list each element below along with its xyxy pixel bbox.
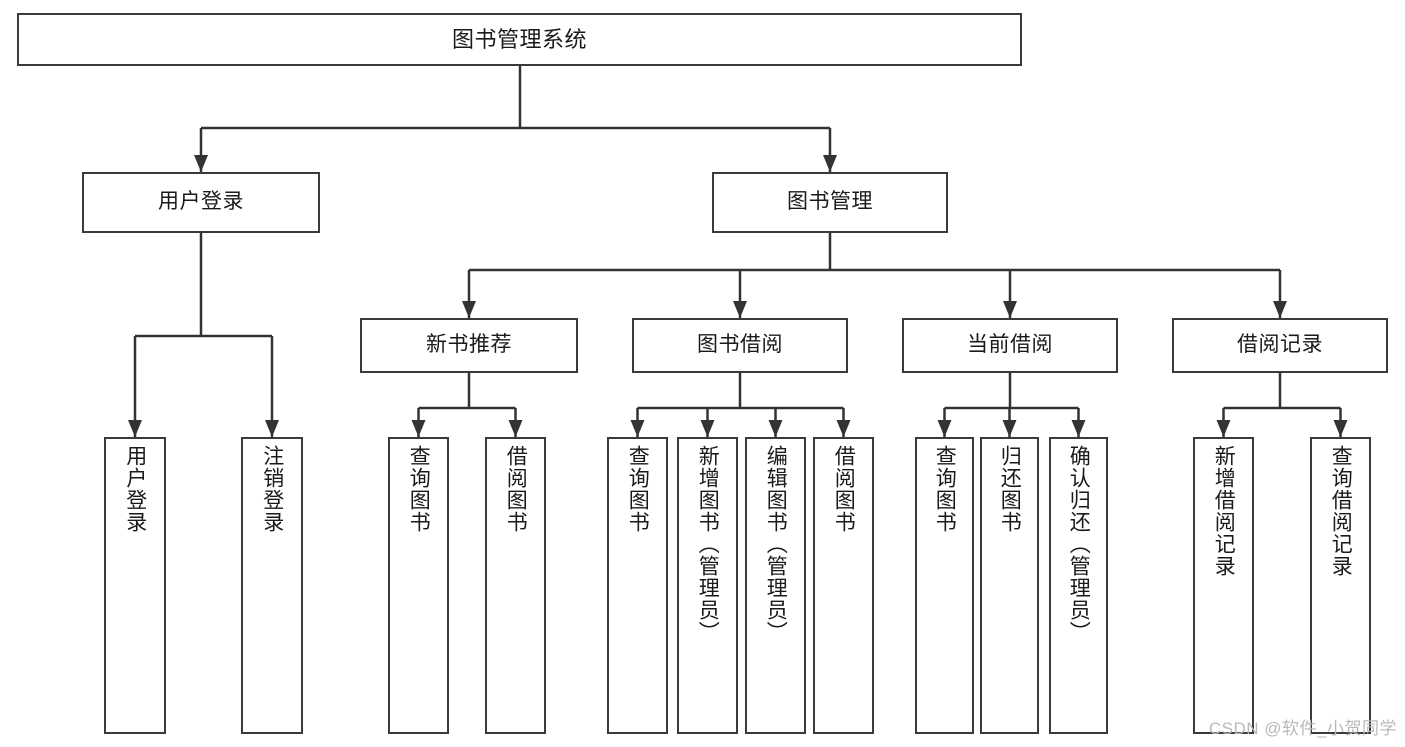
- node-leaf-confirm-return: 确认归还（管理员）: [1049, 437, 1108, 734]
- arrow-head-leaf-query-book-2: [630, 420, 645, 437]
- node-label: 编辑图书（管理员）: [764, 445, 788, 643]
- node-label: 确认归还（管理员）: [1067, 445, 1091, 643]
- node-label: 查询图书: [407, 445, 431, 533]
- arrow-head-leaf-edit-book: [768, 420, 783, 437]
- arrow-head-user-login: [194, 155, 208, 172]
- node-label: 借阅图书: [832, 445, 856, 533]
- arrow-head-book-manage: [823, 155, 837, 172]
- node-leaf-edit-book: 编辑图书（管理员）: [745, 437, 806, 734]
- arrow-head-leaf-logout: [265, 420, 279, 437]
- node-book-manage: 图书管理: [712, 172, 948, 233]
- node-root: 图书管理系统: [17, 13, 1022, 66]
- node-leaf-query-book-1: 查询图书: [388, 437, 449, 734]
- node-leaf-query-book-2: 查询图书: [607, 437, 668, 734]
- node-leaf-add-book: 新增图书（管理员）: [677, 437, 738, 734]
- node-label: 查询图书: [933, 445, 957, 533]
- arrow-head-leaf-borrow-book-2: [836, 420, 851, 437]
- node-label: 用户登录: [158, 190, 244, 214]
- node-label: 注销登录: [260, 445, 284, 533]
- node-label: 图书管理: [787, 190, 873, 214]
- arrow-head-borrow-record: [1273, 301, 1287, 318]
- node-label: 用户登录: [123, 445, 147, 533]
- node-label: 归还图书: [998, 445, 1022, 533]
- arrow-head-leaf-add-book: [700, 420, 715, 437]
- node-leaf-user-login: 用户登录: [104, 437, 166, 734]
- node-label: 新增借阅记录: [1212, 445, 1236, 577]
- arrow-head-leaf-return-book: [1002, 420, 1017, 437]
- arrow-head-leaf-user-login: [128, 420, 142, 437]
- arrow-head-leaf-query-book-1: [411, 420, 426, 437]
- node-leaf-query-book-3: 查询图书: [915, 437, 974, 734]
- node-leaf-borrow-book-1: 借阅图书: [485, 437, 546, 734]
- node-leaf-logout: 注销登录: [241, 437, 303, 734]
- arrow-head-book-borrow: [733, 301, 747, 318]
- watermark: CSDN @软件_小贺同学: [1208, 719, 1397, 738]
- node-label: 借阅记录: [1237, 333, 1323, 357]
- node-label: 借阅图书: [504, 445, 528, 533]
- arrow-head-leaf-confirm-return: [1071, 420, 1086, 437]
- node-label: 新书推荐: [426, 333, 512, 357]
- node-label: 图书管理系统: [451, 26, 587, 52]
- node-current-borrow: 当前借阅: [902, 318, 1118, 373]
- node-user-login: 用户登录: [82, 172, 320, 233]
- node-new-book-recommend: 新书推荐: [360, 318, 578, 373]
- node-label: 当前借阅: [967, 333, 1053, 357]
- node-label: 图书借阅: [697, 333, 783, 357]
- arrow-head-leaf-borrow-book-1: [508, 420, 523, 437]
- arrow-head-new-book-recommend: [462, 301, 476, 318]
- arrow-head-leaf-query-record: [1333, 420, 1348, 437]
- arrow-head-leaf-add-record: [1216, 420, 1231, 437]
- node-leaf-query-record: 查询借阅记录: [1310, 437, 1371, 734]
- node-borrow-record: 借阅记录: [1172, 318, 1388, 373]
- node-leaf-add-record: 新增借阅记录: [1193, 437, 1254, 734]
- node-label: 查询借阅记录: [1329, 445, 1353, 577]
- node-leaf-borrow-book-2: 借阅图书: [813, 437, 874, 734]
- arrow-head-leaf-query-book-3: [937, 420, 952, 437]
- node-leaf-return-book: 归还图书: [980, 437, 1039, 734]
- node-label: 查询图书: [626, 445, 650, 533]
- node-book-borrow: 图书借阅: [632, 318, 848, 373]
- node-label: 新增图书（管理员）: [696, 445, 720, 643]
- arrow-head-current-borrow: [1003, 301, 1017, 318]
